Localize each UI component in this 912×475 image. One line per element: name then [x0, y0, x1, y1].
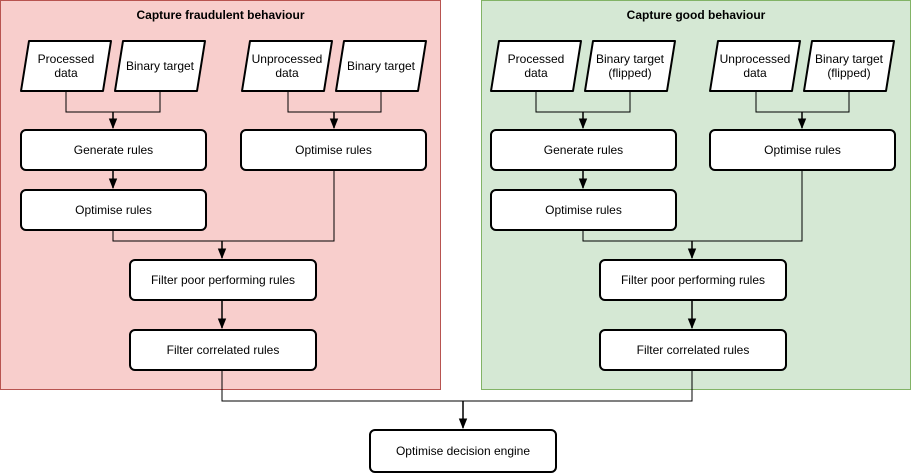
good-generate-rules-label: Generate rules	[543, 143, 624, 157]
fraud-generate-rules-node: Generate rules	[20, 129, 207, 171]
good-optimise-rules-right-node: Optimise rules	[709, 129, 896, 171]
fraud-filter-poor-label: Filter poor performing rules	[150, 273, 296, 287]
good-filter-corr-node: Filter correlated rules	[599, 329, 787, 371]
good-binary-target-label: Binary target (flipped)	[595, 52, 665, 80]
fraud-binary-target-2-label: Binary target	[346, 59, 416, 73]
good-filter-poor-label: Filter poor performing rules	[620, 273, 766, 287]
fraud-binary-target-label: Binary target	[125, 59, 195, 73]
good-processed-data-label: Processed data	[507, 52, 565, 80]
good-unprocessed-data-label: Unprocessed data	[719, 52, 791, 80]
good-optimise-rules-left-label: Optimise rules	[545, 203, 622, 217]
fraud-optimise-rules-left-label: Optimise rules	[75, 203, 152, 217]
optimise-decision-engine-label: Optimise decision engine	[395, 444, 531, 458]
fraud-unprocessed-data-node: Unprocessed data	[241, 40, 333, 92]
good-processed-data-node: Processed data	[490, 40, 582, 92]
good-filter-corr-label: Filter correlated rules	[636, 343, 750, 357]
fraud-optimise-rules-left-node: Optimise rules	[20, 189, 207, 231]
fraud-filter-poor-node: Filter poor performing rules	[129, 259, 317, 301]
good-generate-rules-node: Generate rules	[490, 129, 677, 171]
good-filter-poor-node: Filter poor performing rules	[599, 259, 787, 301]
fraud-processed-data-label: Processed data	[37, 52, 95, 80]
fraud-unprocessed-data-label: Unprocessed data	[251, 52, 323, 80]
fraud-panel-title: Capture fraudulent behaviour	[136, 8, 305, 22]
good-panel-title: Capture good behaviour	[626, 8, 766, 22]
fraud-optimise-rules-right-node: Optimise rules	[240, 129, 427, 171]
good-optimise-rules-right-label: Optimise rules	[764, 143, 841, 157]
fraud-optimise-rules-right-label: Optimise rules	[295, 143, 372, 157]
fraud-filter-corr-node: Filter correlated rules	[129, 329, 317, 371]
fraud-processed-data-node: Processed data	[20, 40, 112, 92]
good-unprocessed-data-node: Unprocessed data	[709, 40, 801, 92]
good-binary-target-2-node: Binary target (flipped)	[803, 40, 895, 92]
fraud-generate-rules-label: Generate rules	[73, 143, 154, 157]
fraud-binary-target-2-node: Binary target	[335, 40, 427, 92]
fraud-binary-target-node: Binary target	[114, 40, 206, 92]
fraud-filter-corr-label: Filter correlated rules	[166, 343, 280, 357]
good-binary-target-node: Binary target (flipped)	[584, 40, 676, 92]
optimise-decision-engine-node: Optimise decision engine	[369, 429, 557, 473]
good-optimise-rules-left-node: Optimise rules	[490, 189, 677, 231]
good-binary-target-2-label: Binary target (flipped)	[814, 52, 884, 80]
